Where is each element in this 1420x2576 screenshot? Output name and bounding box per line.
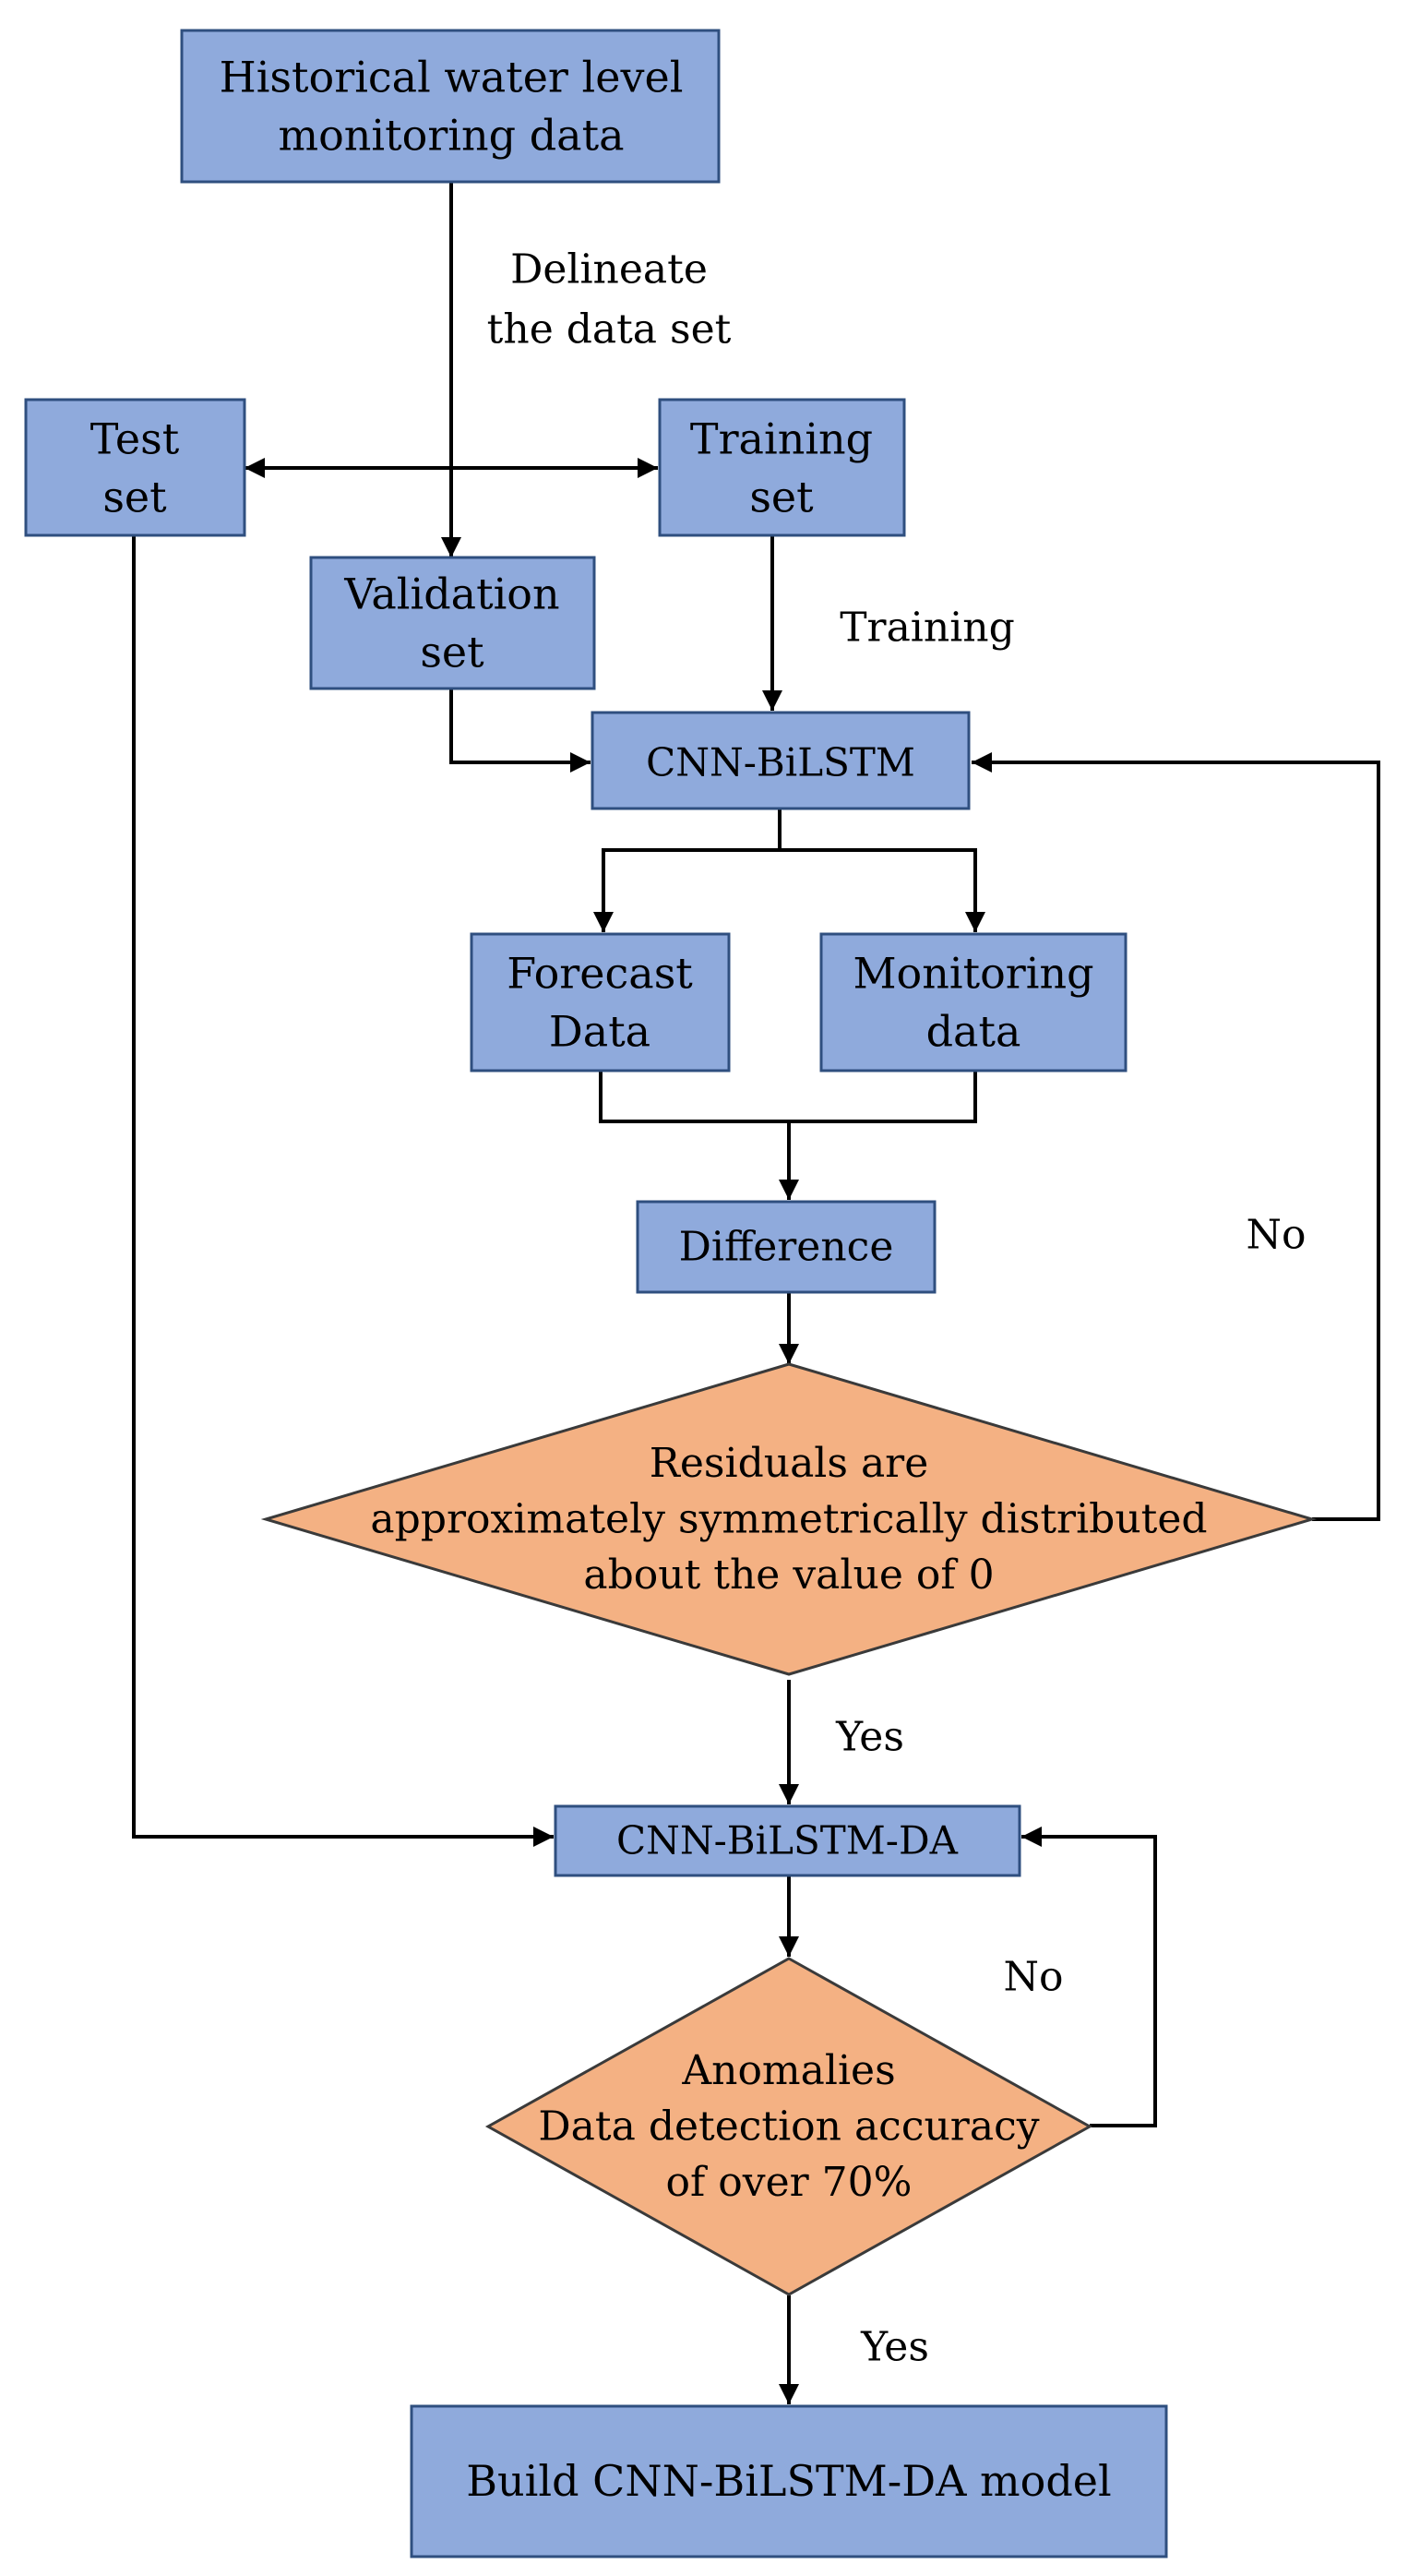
- test-set-box: [24, 398, 246, 537]
- forecast-label: Forecast: [507, 948, 693, 998]
- shapes: [24, 29, 1318, 2558]
- anomalies-label: Data detection accuracy: [538, 2103, 1039, 2151]
- build-label: Build CNN-BiLSTM-DA model: [466, 2456, 1111, 2506]
- forecast-box: [470, 932, 731, 1072]
- forecast-label: Data: [549, 1007, 650, 1057]
- training-set-box: [658, 398, 906, 537]
- edge-cnn-split: [593, 809, 782, 932]
- edge-label-training: Training: [840, 605, 1015, 652]
- cnn-bilstm-da-label: CNN-BiLSTM-DA: [616, 1818, 959, 1863]
- edge-validation-to-cnn: [449, 689, 591, 773]
- edge-label-yes: Yes: [835, 1714, 904, 1761]
- difference-box: [636, 1200, 937, 1294]
- connectors: [132, 182, 1380, 2404]
- anomalies-decision: [484, 1957, 1093, 2296]
- edge-label-yes: Yes: [860, 2324, 929, 2371]
- edge-label-delineate: the data set: [487, 306, 732, 353]
- build-box: [410, 2404, 1168, 2558]
- edge-label-no: No: [1004, 1954, 1064, 2001]
- test-set-label: Test: [90, 413, 180, 463]
- edge-test-to-da: [132, 535, 554, 1847]
- residuals-decision: [260, 1362, 1318, 1676]
- edge-residuals-no: [972, 752, 1380, 1521]
- edge-label-delineate: Delineate: [510, 246, 708, 294]
- cnn-bilstm-da-box: [554, 1804, 1021, 1877]
- labels: Historical water level monitoring dataTes…: [90, 52, 1307, 2506]
- historical-box: [180, 29, 721, 184]
- residuals-label: approximately symmetrically distributed: [370, 1496, 1207, 1543]
- validation-set-label: Validation: [343, 569, 559, 618]
- training-set-label: Training: [690, 413, 873, 463]
- historical-label: Historical water level: [220, 52, 684, 102]
- validation-set-box: [309, 556, 596, 690]
- cnn-bilstm-box: [591, 711, 971, 810]
- monitoring-box: [819, 932, 1128, 1072]
- edge-label-no: No: [1247, 1212, 1307, 1259]
- edge-anomalies-no: [1021, 1827, 1157, 2127]
- validation-set-label: set: [420, 628, 484, 677]
- test-set-label: set: [102, 473, 167, 522]
- edge-merge: [599, 1071, 977, 1123]
- monitoring-label: data: [926, 1007, 1021, 1057]
- edge-cnn-to-monitoring: [780, 848, 985, 932]
- monitoring-label: Monitoring: [853, 948, 1093, 998]
- cnn-bilstm-label: CNN-BiLSTM: [646, 740, 915, 785]
- historical-label: monitoring data: [278, 111, 624, 161]
- anomalies-label: Anomalies: [681, 2047, 895, 2094]
- training-set-label: set: [749, 473, 814, 522]
- residuals-label: Residuals are: [650, 1440, 929, 1487]
- difference-label: Difference: [679, 1224, 894, 1271]
- anomalies-label: of over 70%: [666, 2159, 913, 2206]
- residuals-label: about the value of 0: [583, 1552, 994, 1599]
